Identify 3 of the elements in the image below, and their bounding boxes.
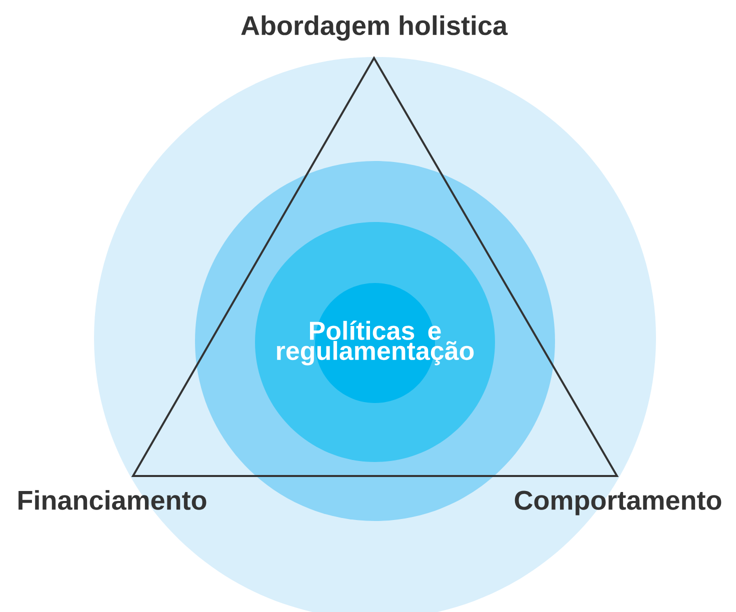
- vertex-label: Abordagem holistica: [241, 15, 508, 41]
- vertex-label: Comportamento: [514, 490, 722, 516]
- vertex-label: Financiamento: [18, 490, 206, 510]
